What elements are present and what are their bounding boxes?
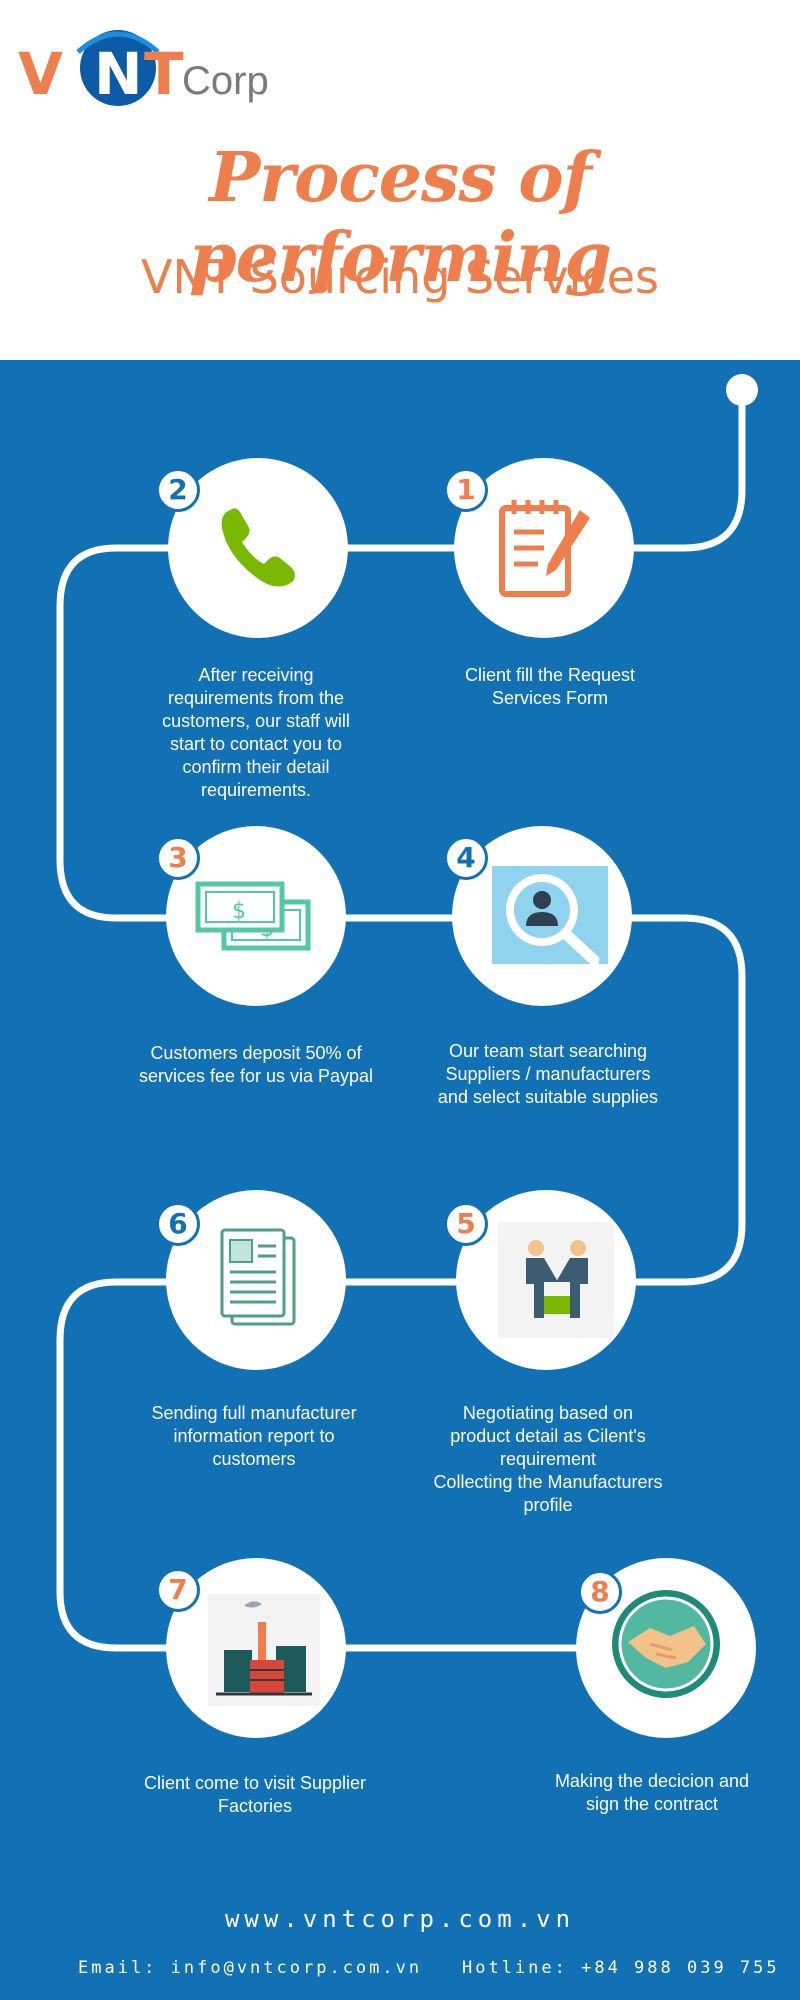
request-form-icon	[499, 500, 590, 597]
step-6-description: Sending full manufacturer information re…	[151, 1403, 357, 1469]
money-icon: $ $	[195, 881, 311, 951]
step-6-number: 6	[156, 1202, 200, 1246]
footer-email[interactable]: Email: info@vntcorp.com.vn	[78, 1958, 423, 1978]
factory-icon	[208, 1594, 320, 1706]
step-4-description: Our team start searching Suppliers / man…	[437, 1041, 659, 1107]
report-document-icon	[220, 1228, 296, 1326]
step-8-circle	[576, 1558, 756, 1738]
step-2-description: After receiving requirements from the cu…	[162, 665, 350, 800]
step-3-description: Customers deposit 50% of services fee fo…	[138, 1043, 374, 1086]
step-8-number: 8	[578, 1570, 622, 1614]
step-2-number: 2	[156, 468, 200, 512]
page-subtitle: VNT Sourcing Services	[140, 250, 660, 304]
handshake-icon	[612, 1590, 720, 1698]
footer-website[interactable]: www.vntcorp.com.vn	[224, 1905, 576, 1933]
logo-globe	[80, 30, 156, 106]
step-7-number: 7	[156, 1568, 200, 1612]
footer-hotline[interactable]: Hotline: +84 988 039 755	[462, 1958, 780, 1978]
search-supplier-icon	[492, 866, 608, 966]
logo-letter-v: V	[18, 40, 63, 108]
step-4-number: 4	[444, 836, 488, 880]
path-line	[56, 386, 746, 1652]
process-section: 1 Client fill the Request Services Form …	[0, 360, 800, 2000]
svg-text:$: $	[232, 899, 246, 924]
page-title: Process of performing	[189, 138, 612, 298]
process-path	[56, 374, 758, 1652]
negotiation-icon	[498, 1222, 614, 1338]
step-5-description: Negotiating based on product detail as C…	[433, 1403, 663, 1515]
step-1-description: Client fill the Request Services Form	[464, 665, 636, 708]
logo-letter-t: T	[144, 40, 184, 108]
vnt-corp-logo: V N T Corp	[18, 30, 269, 108]
step-8-description: Making the decicion and sign the contrac…	[554, 1771, 750, 1814]
logo-corp: Corp	[182, 59, 269, 103]
step-5-circle	[456, 1190, 636, 1370]
step-1-number: 1	[444, 468, 488, 512]
step-3-number: 3	[156, 836, 200, 880]
logo-swoosh	[76, 31, 160, 54]
step-5-number: 5	[444, 1202, 488, 1246]
phone-icon	[221, 508, 295, 587]
header: V N T Corp Process of performing VNT Sou…	[0, 0, 800, 360]
logo-letter-n: N	[94, 40, 143, 108]
step-7-description: Client come to visit Supplier Factories	[143, 1773, 367, 1816]
